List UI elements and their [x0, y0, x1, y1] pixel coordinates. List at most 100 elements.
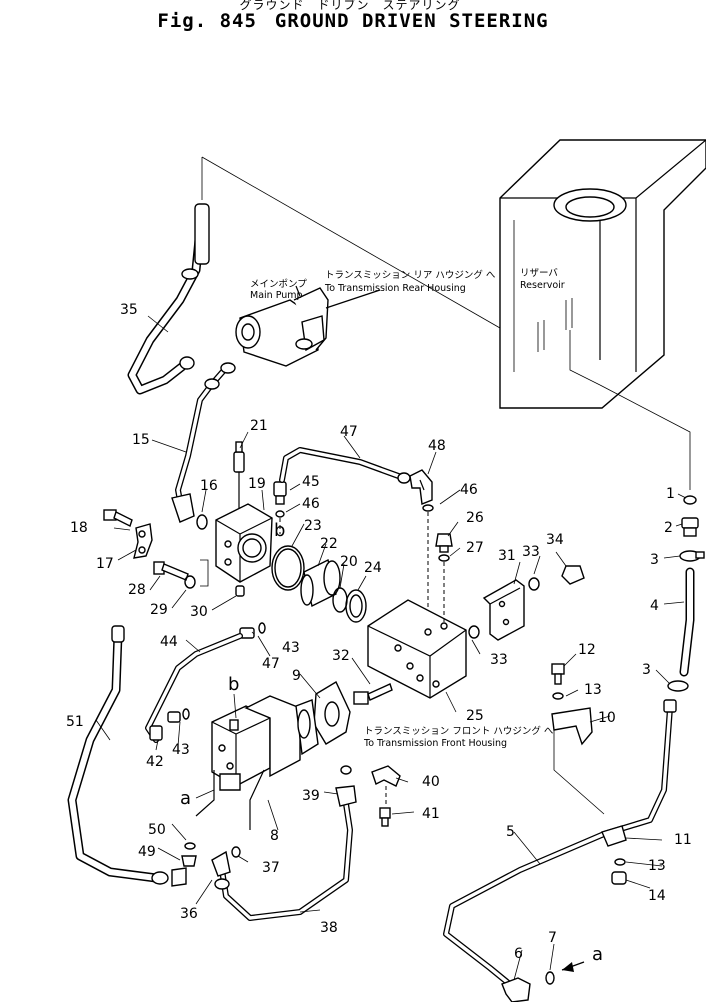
plug-30 — [235, 585, 245, 597]
washer-29 — [184, 575, 196, 589]
callout-29: 29 — [150, 602, 168, 618]
bolt-41 — [379, 807, 391, 827]
callout-6: 6 — [514, 946, 523, 962]
hose-4 — [679, 567, 695, 677]
callout-25: 25 — [466, 708, 484, 724]
o-ring-23 — [271, 545, 305, 591]
sleeve-22 — [300, 558, 341, 608]
rear-housing-label: To Transmission Rear Housing — [324, 283, 466, 294]
o-ring-16 — [196, 514, 208, 530]
callout-13b: 13 — [648, 858, 666, 874]
callout-1: 1 — [666, 486, 675, 502]
callout-40: 40 — [422, 774, 440, 790]
callout-35: 35 — [120, 302, 138, 318]
steering-pump-8 — [195, 695, 319, 830]
callout-5: 5 — [506, 824, 515, 840]
callout-48: 48 — [428, 438, 446, 454]
guide-line-return — [599, 384, 691, 490]
page-title: GROUND DRIVEN STEERING — [274, 10, 549, 32]
callout-8: 8 — [270, 828, 279, 844]
callout-47a: 47 — [340, 424, 358, 440]
front-housing-label: To Transmission Front Housing — [363, 738, 507, 749]
callout-2: 2 — [664, 520, 673, 536]
callout-33a: 33 — [522, 544, 540, 560]
reservoir-label: Reservoir — [520, 280, 565, 291]
rear-housing-label-jp: トランスミッション リア ハウジング へ — [325, 269, 496, 281]
callout-21: 21 — [250, 418, 268, 434]
callout-20: 20 — [340, 554, 358, 570]
callout-18: 18 — [70, 520, 88, 536]
bolt-18 — [103, 509, 133, 527]
callout-28: 28 — [128, 582, 146, 598]
hose-51 — [67, 625, 187, 887]
tube-38 — [211, 801, 353, 921]
callout-50: 50 — [148, 822, 166, 838]
callout-4: 4 — [650, 598, 659, 614]
header-jp-title: グラウンド ドリブン ステアリング — [239, 0, 461, 12]
letter-a-arrow: a — [592, 944, 603, 965]
callout-32: 32 — [332, 648, 350, 664]
callout-49: 49 — [138, 844, 156, 860]
bolt-32 — [353, 683, 393, 705]
o-ring-50 — [184, 842, 196, 850]
o-ring-43a — [258, 622, 266, 634]
flange-9 — [313, 681, 351, 745]
callout-13a: 13 — [584, 682, 602, 698]
o-ring-27 — [438, 554, 450, 562]
guide-line-reservoir — [201, 156, 501, 329]
fitting-47b — [239, 627, 255, 639]
callout-42: 42 — [146, 754, 164, 770]
callout-46a: 46 — [302, 496, 320, 512]
figure-label: Fig. 845 — [157, 10, 257, 32]
callout-24: 24 — [364, 560, 382, 576]
elbow-48 — [409, 469, 433, 505]
fitting-42 — [149, 725, 163, 741]
callout-44: 44 — [160, 634, 178, 650]
callout-41: 41 — [422, 806, 440, 822]
clamp-3a — [679, 550, 705, 562]
letter-b-lower: b — [228, 674, 239, 695]
callout-30: 30 — [190, 604, 208, 620]
callout-31: 31 — [498, 548, 516, 564]
header-title-row: Fig. 845 GROUND DRIVEN STEERING — [0, 10, 706, 32]
callout-43b: 43 — [172, 742, 190, 758]
callout-37: 37 — [262, 860, 280, 876]
o-ring-37 — [231, 846, 241, 858]
guide-28 — [200, 559, 209, 587]
fitting-49 — [181, 855, 197, 867]
callout-19: 19 — [248, 476, 266, 492]
o-ring-1 — [683, 495, 697, 505]
washer-13b — [614, 858, 626, 866]
bolt-28 — [153, 561, 189, 581]
callout-46b: 46 — [460, 482, 478, 498]
tube-5 — [443, 699, 677, 989]
callout-23: 23 — [304, 518, 322, 534]
nut-34 — [561, 565, 585, 585]
main-pump — [235, 285, 381, 367]
callout-34: 34 — [546, 532, 564, 548]
callout-10: 10 — [598, 710, 616, 726]
fitting-2 — [681, 517, 699, 537]
callout-39: 39 — [302, 788, 320, 804]
elbow-6 — [501, 977, 531, 1002]
plug-26 — [435, 533, 453, 553]
tube-47-upper — [279, 447, 411, 484]
bracket-31 — [482, 579, 525, 641]
callout-12: 12 — [578, 642, 596, 658]
main-pump-label: Main Pump — [250, 290, 303, 301]
fitting-21 — [233, 441, 245, 508]
block-19 — [215, 503, 273, 583]
fitting-39 — [335, 785, 357, 807]
callout-45: 45 — [302, 474, 320, 490]
o-ring-46b — [422, 504, 434, 512]
callout-3a: 3 — [650, 552, 659, 568]
callout-15: 15 — [132, 432, 150, 448]
main-pump-label-jp: メインポンプ — [250, 279, 307, 290]
clamp-17 — [133, 523, 153, 559]
tube-15 — [171, 362, 236, 523]
bracket-10 — [551, 707, 593, 746]
callout-26: 26 — [466, 510, 484, 526]
washer-33a — [528, 577, 540, 591]
reservoir-tank — [499, 139, 706, 409]
